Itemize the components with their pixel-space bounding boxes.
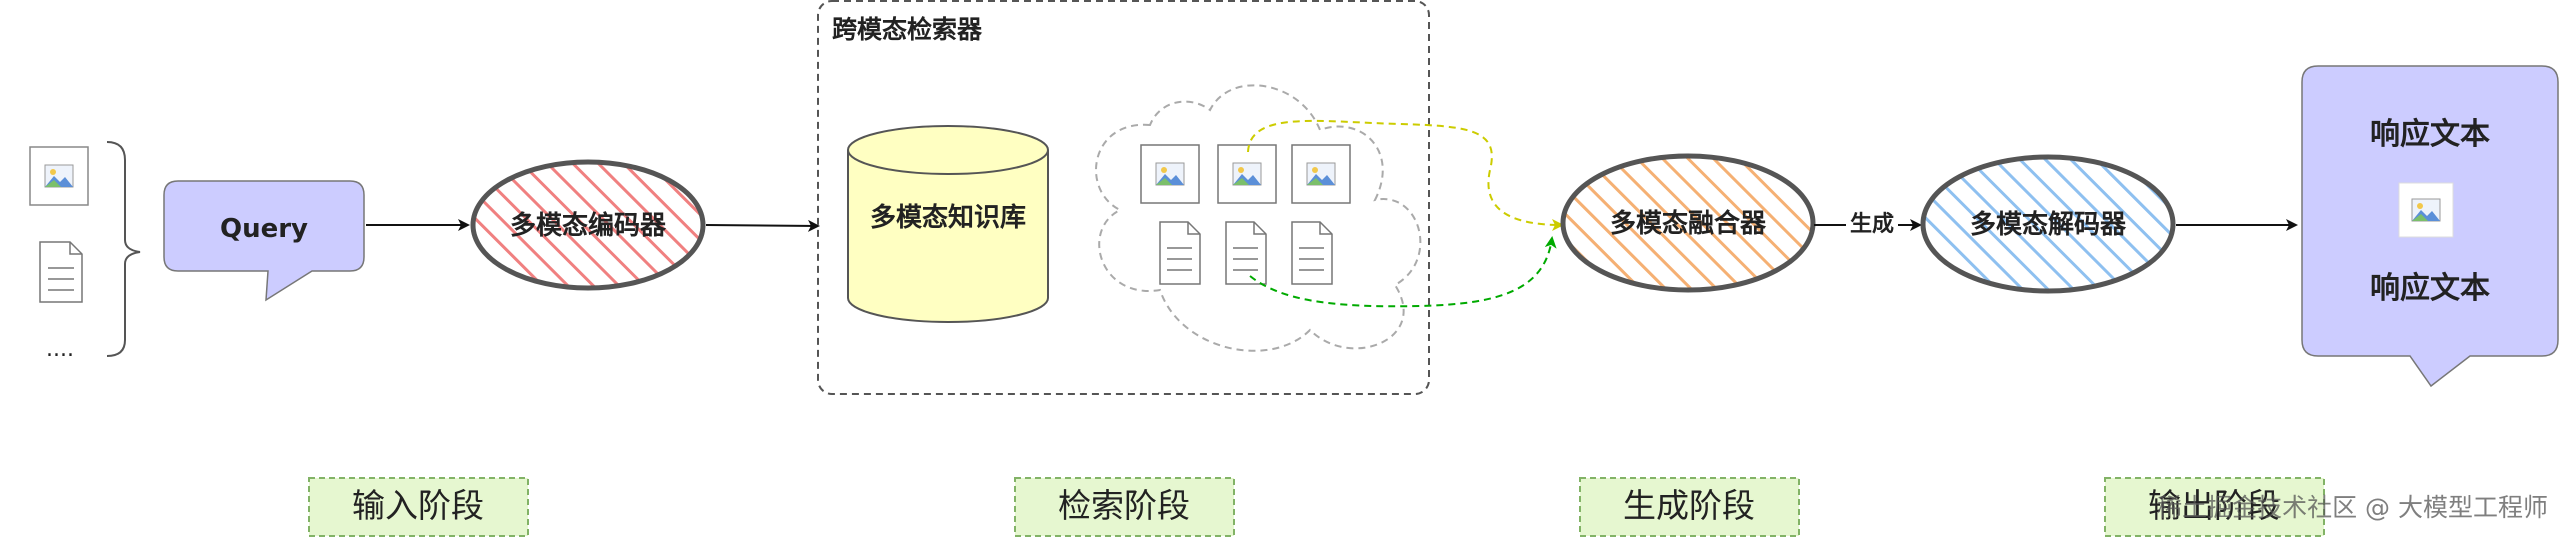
svg-text:输出阶段: 输出阶段 [2148,486,2280,525]
retrieved-image-icon [1140,144,1200,204]
input-document-icon [39,241,83,303]
stage-label-output: 输出阶段 [2104,477,2325,537]
svg-text:检索阶段: 检索阶段 [1058,486,1190,525]
edge-encoder-retriever [705,219,820,232]
retrieved-image-icon [1217,144,1277,204]
edge-image-to-fuser [1247,119,1564,231]
output-text-2: 响应文本 [2370,271,2490,306]
knowledge-base-label: 多模态知识库 [870,202,1026,233]
svg-text:输入阶段: 输入阶段 [352,486,484,525]
knowledge-base-database-icon: 多模态知识库 [847,125,1049,323]
output-bubble: 响应文本 响应文本 [2301,65,2559,388]
input-brace [106,141,141,357]
fuser-label: 多模态融合器 [1610,208,1767,239]
edge-generate-label: 生成 [1850,212,1894,237]
decoder-label: 多模态解码器 [1970,209,2127,240]
output-text-1: 响应文本 [2370,117,2490,152]
retrieved-image-icon [1291,144,1351,204]
retrieved-document-icon [1291,221,1333,285]
query-bubble: Query [163,180,365,302]
stage-label-input: 输入阶段 [308,477,529,537]
stage-label-generation: 生成阶段 [1579,477,1800,537]
retrieved-items-cloud-icon [1095,84,1422,352]
svg-text:生成阶段: 生成阶段 [1623,486,1755,525]
decoder-node: 多模态解码器 [1920,154,2176,294]
fuser-node: 多模态融合器 [1560,153,1816,293]
retriever-container [817,0,1430,395]
stage-label-retrieval: 检索阶段 [1014,477,1235,537]
retrieved-document-icon [1159,221,1201,285]
retriever-title: 跨模态检索器 [832,15,983,44]
encoder-label: 多模态编码器 [510,210,667,241]
query-label: Query [220,214,308,244]
edge-document-to-fuser [1249,236,1557,308]
input-ellipsis: .... [46,337,74,362]
retrieved-document-icon [1225,221,1267,285]
input-image-icon [29,146,89,206]
watermark: 稀土掘金技术社区 @ 大模型工程师 [2157,493,2548,522]
encoder-node: 多模态编码器 [470,159,706,291]
output-image-icon [2398,182,2454,238]
